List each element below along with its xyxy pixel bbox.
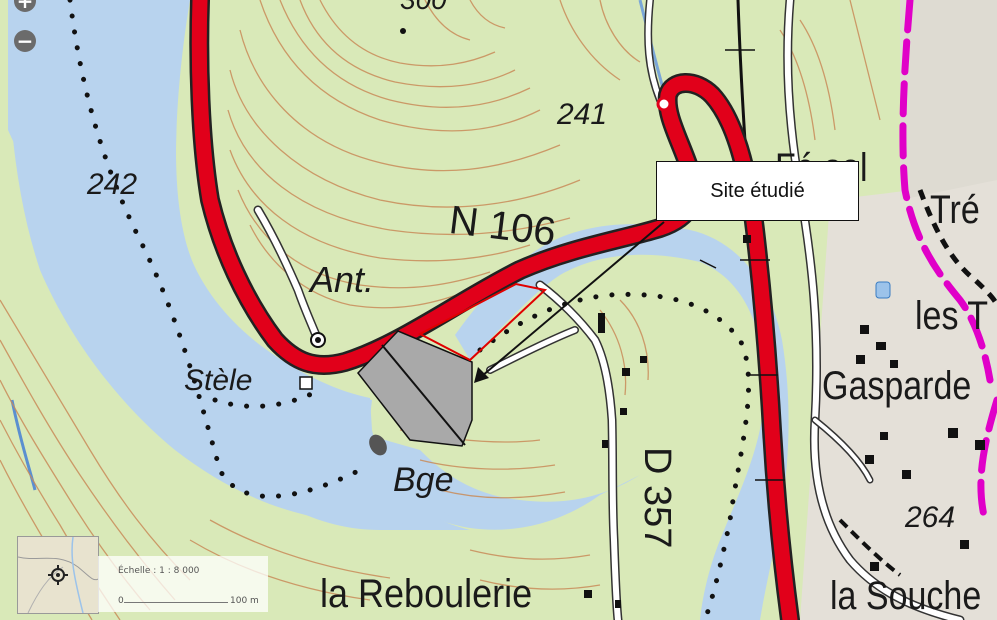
site-callout-label: Site étudié [656, 161, 859, 221]
scale-panel: Échelle : 1 : 8 000 0 100 m [98, 556, 268, 612]
place-label-tre: Tré [930, 188, 980, 232]
zoom-in-button[interactable]: + [14, 0, 36, 12]
place-label-gasparde: Gasparde [822, 364, 972, 408]
label-dam: Bge [393, 461, 454, 499]
crosshair-icon[interactable] [48, 565, 68, 585]
overview-minimap[interactable] [17, 536, 99, 614]
plus-icon: + [16, 0, 34, 13]
scale-start: 0 [118, 596, 124, 606]
scale-ratio: Échelle : 1 : 8 000 [118, 566, 200, 576]
place-label-les-t: les T [915, 294, 989, 338]
scale-bar [124, 602, 228, 603]
site-outline [417, 282, 548, 362]
road-label-d357: D 357 [636, 447, 678, 549]
road-n106 [189, 0, 800, 620]
administrative-boundary [899, 0, 997, 524]
spot-height-241: 241 [557, 98, 608, 131]
dam-shape [357, 330, 473, 447]
scale-end: 100 m [230, 596, 259, 606]
label-antenna: Ant. [310, 259, 375, 300]
place-label-souche: la Souche [830, 574, 982, 618]
minor-roads [253, 0, 965, 620]
place-label-reboulerie: la Reboulerie [320, 572, 533, 616]
spot-height-264: 264 [905, 501, 956, 534]
buildings [584, 235, 985, 608]
label-stele: Stèle [184, 364, 253, 397]
spot-height-242: 242 [87, 168, 138, 201]
spot-height-300: 300 [400, 0, 447, 14]
dotted-boundary [67, 0, 752, 620]
callout-arrow [481, 221, 665, 377]
minus-icon: − [16, 29, 34, 53]
zoom-out-button[interactable]: − [14, 30, 36, 52]
